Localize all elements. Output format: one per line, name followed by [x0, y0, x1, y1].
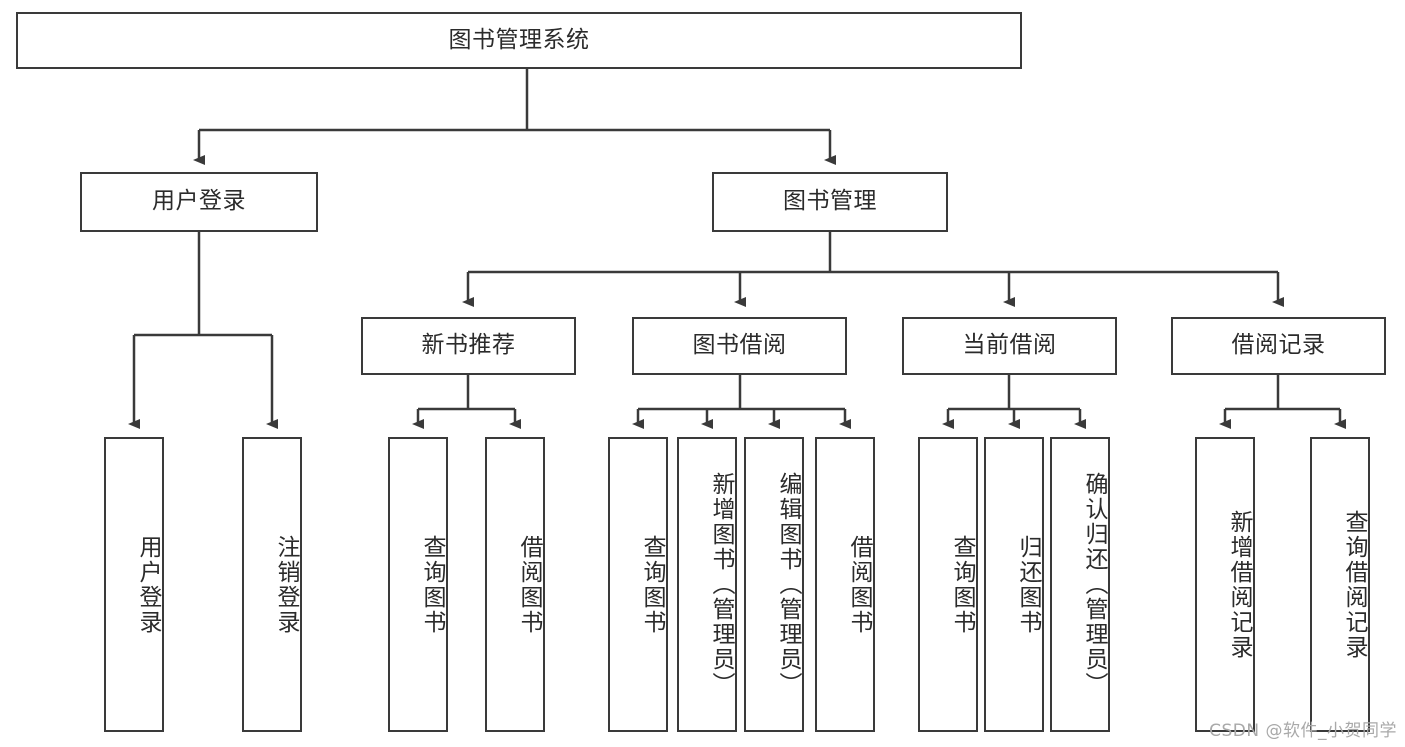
node-label: 查询图书: [949, 534, 975, 635]
leaf-borrow-books[interactable]: 借阅图书: [815, 437, 875, 732]
node-label: 图书管理: [783, 188, 877, 215]
node-label: 注销登录: [273, 534, 299, 635]
leaf-logout[interactable]: 注销登录: [242, 437, 302, 732]
node-book-management[interactable]: 图书管理: [712, 172, 948, 232]
leaf-query-borrow-record[interactable]: 查询借阅记录: [1310, 437, 1370, 732]
leaf-add-book-admin[interactable]: 新增图书（管理员）: [677, 437, 737, 732]
node-label: 新增图书（管理员）: [708, 472, 734, 697]
node-label: 新增借阅记录: [1226, 509, 1252, 660]
leaf-confirm-return-admin[interactable]: 确认归还（管理员）: [1050, 437, 1110, 732]
node-label: 图书管理系统: [448, 26, 590, 53]
node-label: 归还图书: [1015, 534, 1041, 635]
node-root-book-management-system[interactable]: 图书管理系统: [16, 12, 1022, 69]
node-current-borrowing[interactable]: 当前借阅: [902, 317, 1117, 375]
node-label: 用户登录: [152, 188, 246, 215]
node-label: 新书推荐: [421, 332, 516, 359]
csdn-watermark: CSDN @软件_小贺同学: [1209, 721, 1397, 741]
node-label: 借阅图书: [846, 534, 872, 635]
node-label: 图书借阅: [692, 332, 787, 359]
node-label: 查询借阅记录: [1341, 509, 1367, 660]
node-label: 借阅图书: [516, 534, 542, 635]
leaf-add-borrow-record[interactable]: 新增借阅记录: [1195, 437, 1255, 732]
leaf-query-books-current[interactable]: 查询图书: [918, 437, 978, 732]
leaf-user-login[interactable]: 用户登录: [104, 437, 164, 732]
node-label: 编辑图书（管理员）: [775, 472, 801, 697]
node-new-book-recommendation[interactable]: 新书推荐: [361, 317, 576, 375]
leaf-return-books[interactable]: 归还图书: [984, 437, 1044, 732]
leaf-query-books-borrow[interactable]: 查询图书: [608, 437, 668, 732]
leaf-query-books-recommend[interactable]: 查询图书: [388, 437, 448, 732]
node-label: 查询图书: [639, 534, 665, 635]
node-borrowing-records[interactable]: 借阅记录: [1171, 317, 1386, 375]
node-label: 借阅记录: [1231, 332, 1326, 359]
node-label: 用户登录: [135, 534, 161, 635]
node-book-borrowing[interactable]: 图书借阅: [632, 317, 847, 375]
leaf-edit-book-admin[interactable]: 编辑图书（管理员）: [744, 437, 804, 732]
node-label: 查询图书: [419, 534, 445, 635]
node-user-login[interactable]: 用户登录: [80, 172, 318, 232]
node-label: 确认归还（管理员）: [1081, 472, 1107, 697]
leaf-borrow-books-recommend[interactable]: 借阅图书: [485, 437, 545, 732]
node-label: 当前借阅: [962, 332, 1057, 359]
